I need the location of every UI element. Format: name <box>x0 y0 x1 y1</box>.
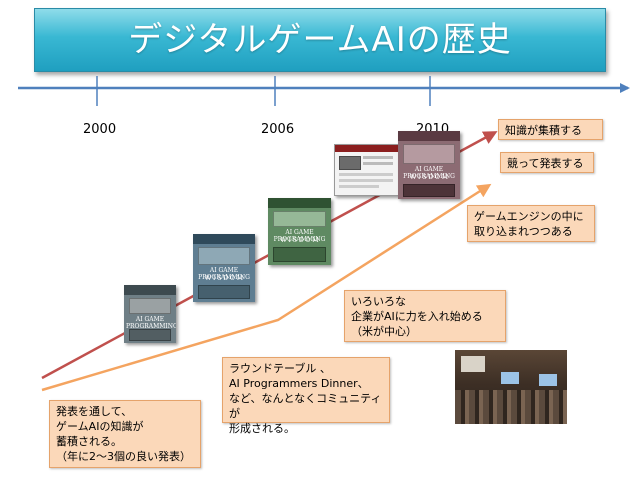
callout-companies-line-1: いろいろな <box>351 295 406 308</box>
book-web-screenshot <box>334 144 400 196</box>
callout-compete-publish: 競って発表する <box>500 152 594 173</box>
callout-companies-line-2: 企業がAIに力を入れ始める <box>351 310 483 323</box>
callout-companies-line-3: （米が中心） <box>351 325 417 338</box>
callout-roundtable-line-3: など、なんとなくコミュニティが <box>229 392 382 420</box>
book-ai-wisdom-4: AI GAME PROGRAMMING W I S D O M <box>398 131 460 199</box>
book-ai-wisdom-3: AI GAME PROGRAMMING W I S D O M <box>268 198 331 265</box>
callout-roundtable-line-2: AI Programmers Dinner、 <box>229 377 369 390</box>
book-ai-wisdom-1: AI GAME PROGRAMMING <box>124 285 176 343</box>
callout-engine-line-2: 取り込まれつつある <box>474 225 573 238</box>
callout-companies: いろいろな 企業がAIに力を入れ始める （米が中心） <box>344 290 506 342</box>
page-title: デジタルゲームAIの歴史 <box>34 8 606 72</box>
year-label-2006: 2006 <box>261 122 295 137</box>
orange-trend-arrow <box>41 183 492 392</box>
callout-presentations-line-4: （年に2～3個の良い発表） <box>56 450 191 463</box>
conference-photo <box>455 350 567 424</box>
book-ai-wisdom-2: AI GAME PROGRAMMING W I S D O M <box>193 234 255 302</box>
callout-roundtable-line-4: 形成される。 <box>229 422 295 435</box>
callout-presentations-line-1: 発表を通して、 <box>56 405 133 418</box>
callout-roundtable: ラウンドテーブル 、 AI Programmers Dinner、 など、なんと… <box>222 357 390 435</box>
callout-presentations: 発表を通して、 ゲームAIの知識が 蓄積される。 （年に2～3個の良い発表） <box>49 400 201 468</box>
callout-roundtable-line-1: ラウンドテーブル 、 <box>229 362 331 375</box>
year-label-2000: 2000 <box>83 122 117 137</box>
callout-engine-line-1: ゲームエンジンの中に <box>474 210 584 223</box>
callout-presentations-line-3: 蓄積される。 <box>56 435 122 448</box>
callout-engine-integration: ゲームエンジンの中に 取り込まれつつある <box>467 205 595 242</box>
callout-presentations-line-2: ゲームAIの知識が <box>56 420 144 433</box>
callout-knowledge-gather: 知識が集積する <box>498 119 603 140</box>
